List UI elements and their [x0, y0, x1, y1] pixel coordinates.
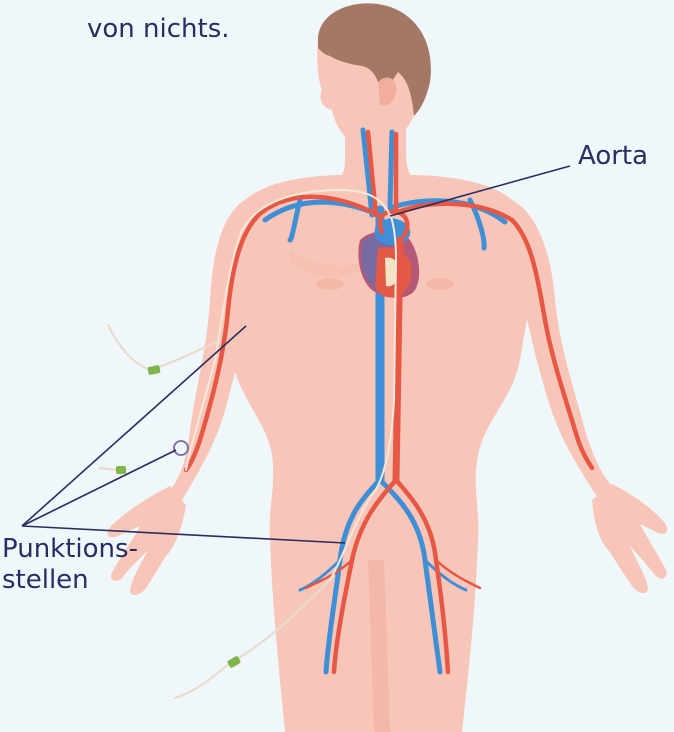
body-silhouette — [107, 95, 667, 732]
intro-text: von nichts. — [87, 14, 230, 45]
puncture-sites-label: Punktions- stellen — [2, 534, 138, 596]
puncture-label-line2: stellen — [2, 565, 138, 596]
intro-text-tail: von nichts. — [87, 14, 230, 44]
aorta-label: Aorta — [578, 141, 648, 172]
head — [317, 3, 431, 147]
puncture-marker — [174, 441, 188, 455]
puncture-label-line1: Punktions- — [2, 534, 138, 565]
